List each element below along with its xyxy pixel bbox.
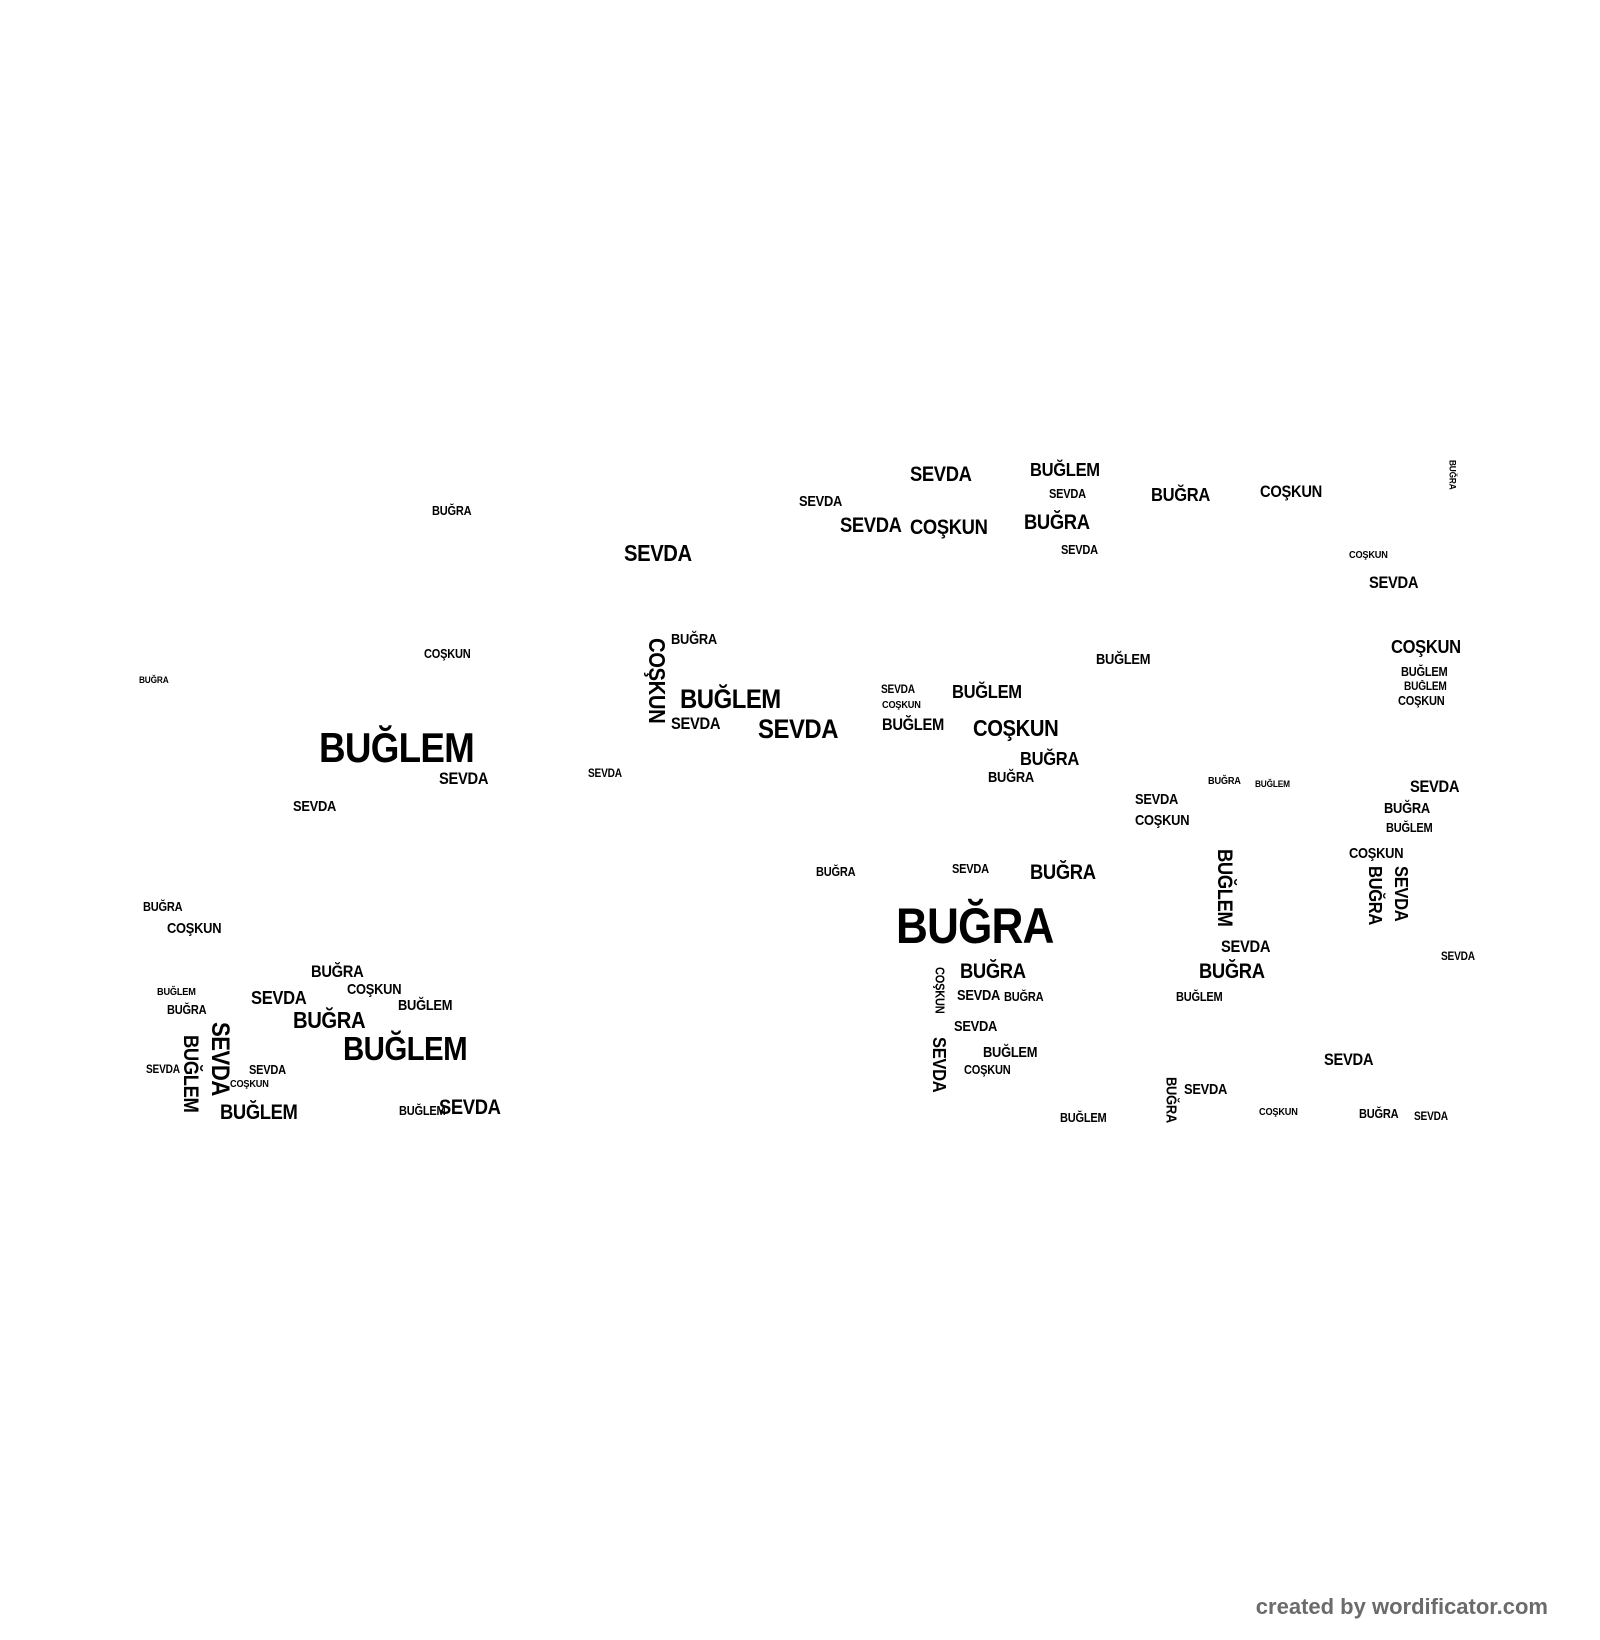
cloud-word: SEVDA (206, 1021, 235, 1096)
cloud-word: BUĞLEM (219, 1101, 298, 1125)
cloud-word: BUĞRA (1359, 1107, 1399, 1122)
cloud-word: BUĞLEM (983, 1044, 1038, 1061)
cloud-word: COŞKUN (230, 1079, 269, 1091)
cloud-word: SEVDA (1134, 791, 1178, 808)
cloud-word: BUĞLEM (1401, 665, 1448, 680)
cloud-word: BUĞRA (1030, 860, 1096, 884)
cloud-word: BUĞLEM (1404, 680, 1448, 693)
cloud-word: COŞKUN (1349, 846, 1404, 863)
cloud-word: BUĞRA (896, 898, 1054, 955)
cloud-word: BUĞLEM (1030, 459, 1100, 481)
cloud-word: BUĞRA (1447, 460, 1459, 490)
cloud-word: BUĞLEM (1385, 820, 1433, 835)
cloud-word: BUĞRA (1023, 511, 1090, 535)
cloud-word: COŞKUN (932, 967, 947, 1014)
cloud-word: SEVDA (1441, 950, 1475, 963)
cloud-word: SEVDA (839, 513, 902, 537)
cloud-word: BUĞLEM (318, 723, 475, 771)
cloud-word: BUĞRA (1019, 747, 1079, 769)
cloud-word: BUĞRA (310, 962, 364, 982)
cloud-word: BUĞLEM (951, 680, 1022, 702)
cloud-word: BUĞRA (1199, 960, 1266, 984)
cloud-word: COŞKUN (423, 647, 471, 662)
cloud-word: BUĞLEM (398, 997, 453, 1014)
cloud-word: SEVDA (798, 493, 843, 510)
cloud-word: BUĞRA (167, 1002, 207, 1017)
cloud-word: BUĞRA (431, 504, 472, 519)
cloud-word: SEVDA (1061, 542, 1099, 557)
cloud-word: SEVDA (956, 988, 1000, 1005)
cloud-word: SEVDA (1048, 487, 1086, 502)
cloud-word: SEVDA (292, 799, 336, 815)
cloud-word: BUĞLEM (1095, 651, 1151, 668)
cloud-word: COŞKUN (1259, 1107, 1298, 1119)
credit-footer: created by wordificator.com (1255, 1594, 1548, 1619)
cloud-word: SEVDA (1390, 865, 1412, 922)
cloud-word: BUĞLEM (679, 682, 781, 714)
cloud-word: SEVDA (1221, 937, 1271, 957)
cloud-word: SEVDA (248, 1062, 286, 1077)
cloud-word: BUĞRA (815, 864, 856, 879)
cloud-word: COŞKUN (1390, 635, 1461, 657)
cloud-word: BUĞLEM (156, 987, 196, 999)
cloud-word: COŞKUN (964, 1062, 1011, 1077)
cloud-word: BUĞLEM (1060, 1110, 1107, 1125)
cloud-word: BUĞRA (292, 1007, 366, 1034)
cloud-word: COŞKUN (1349, 550, 1388, 562)
cloud-word: SEVDA (439, 768, 489, 788)
cloud-word: BUĞRA (988, 769, 1035, 786)
cloud-word: COŞKUN (1260, 482, 1323, 502)
cloud-word: BUĞLEM (399, 1104, 446, 1119)
cloud-word: BUĞRA (960, 960, 1026, 984)
cloud-word: COŞKUN (644, 637, 671, 724)
cloud-word: SEVDA (1409, 777, 1460, 797)
cloud-word: SEVDA (909, 463, 972, 487)
cloud-word: BUĞRA (139, 673, 169, 685)
cloud-word: BUĞRA (1003, 990, 1044, 1005)
cloud-word: SEVDA (758, 713, 839, 745)
cloud-word: SEVDA (624, 539, 693, 566)
cloud-word: BUĞRA (1162, 1077, 1179, 1124)
cloud-word: BUĞRA (1364, 865, 1386, 925)
cloud-word: SEVDA (1368, 573, 1419, 593)
cloud-word: BUĞRA (1151, 484, 1211, 506)
cloud-word: COŞKUN (347, 982, 402, 998)
cloud-word: BUĞLEM (881, 715, 944, 735)
cloud-word: BUĞLEM (1176, 990, 1223, 1005)
cloud-word: BUĞLEM (1254, 778, 1290, 790)
cloud-word: SEVDA (1323, 1050, 1374, 1070)
cloud-word: SEVDA (1183, 1082, 1227, 1099)
cloud-word: BUĞLEM (178, 1035, 202, 1113)
cloud-word: SEVDA (587, 767, 622, 780)
cloud-word: SEVDA (671, 714, 721, 734)
cloud-word: BUĞRA (143, 900, 183, 915)
cloud-word: COŞKUN (1134, 812, 1189, 829)
cloud-word: COŞKUN (881, 699, 921, 711)
cloud-word: COŞKUN (909, 515, 988, 539)
cloud-word: COŞKUN (972, 715, 1059, 742)
cloud-word: BUĞRA (1383, 801, 1430, 818)
cloud-word: SEVDA (928, 1037, 950, 1093)
cloud-word: SEVDA (953, 1018, 997, 1035)
cloud-word: BUĞRA (671, 631, 718, 648)
cloud-word: SEVDA (146, 1063, 181, 1076)
cloud-word: BUĞLEM (343, 1031, 468, 1069)
cloud-word: BUĞLEM (1212, 849, 1236, 927)
cloud-word: SEVDA (951, 861, 989, 876)
cloud-word: COŞKUN (1398, 694, 1445, 709)
cloud-word: COŞKUN (167, 921, 222, 938)
cloud-word: SEVDA (439, 1096, 501, 1120)
cloud-word: SEVDA (880, 683, 915, 696)
cloud-word: SEVDA (250, 987, 307, 1009)
cloud-word: SEVDA (1413, 1110, 1448, 1123)
cloud-word: BUĞRA (1207, 775, 1241, 787)
